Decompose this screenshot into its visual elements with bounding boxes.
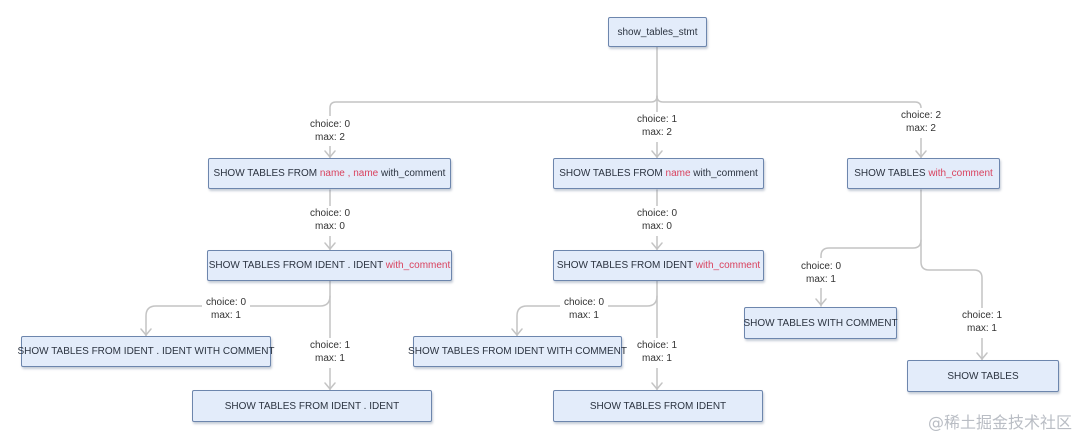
max-text: max: 1 [314,353,345,364]
node-b1: SHOW TABLES FROM name with_comment [553,158,764,189]
node-label-highlight: name , name [319,168,379,179]
node-label: SHOW TABLES WITH COMMENT [743,317,898,329]
choice-text: choice: 1 [309,340,351,351]
choice-text: choice: 0 [800,261,842,272]
edge-label-b1-b2: choice: 0 max: 0 [637,207,677,233]
node-c3: SHOW TABLES [907,360,1059,392]
node-label-prefix: SHOW TABLES FROM [213,168,320,179]
node-label-prefix: SHOW TABLES [854,168,929,179]
arrowhead-b1-b2 [651,242,663,250]
max-text: max: 2 [641,127,672,138]
arrowhead-b2-b4 [651,382,663,390]
max-text: max: 1 [568,310,599,321]
choice-text: choice: 0 [636,208,678,219]
edge-label-b2-b4: choice: 1 max: 1 [637,339,677,365]
node-label-highlight: with_comment [385,260,451,271]
arrowhead-a2-a4 [324,382,336,390]
choice-text: choice: 0 [205,297,247,308]
edge-label-c1-c2: choice: 0 max: 1 [801,260,841,286]
connector-c1-c3 [920,239,983,361]
choice-text: choice: 0 [309,208,351,219]
node-a2: SHOW TABLES FROM IDENT . IDENT with_comm… [207,250,452,281]
choice-text: choice: 1 [961,310,1003,321]
node-a1: SHOW TABLES FROM name , name with_commen… [208,158,451,189]
node-label-highlight: name [665,168,691,179]
max-text: max: 1 [966,323,997,334]
node-c2: SHOW TABLES WITH COMMENT [743,307,898,339]
node-b2: SHOW TABLES FROM IDENT with_comment [553,250,764,281]
arrowhead-root-a1 [324,150,336,158]
node-a4: SHOW TABLES FROM IDENT . IDENT [192,390,432,422]
arrowhead-a1-a2 [324,242,336,250]
node-label-prefix: SHOW TABLES FROM IDENT [556,260,696,271]
node-label-prefix: SHOW TABLES FROM IDENT . IDENT [208,260,386,271]
edge-label-a1-a2: choice: 0 max: 0 [310,207,350,233]
watermark: @稀土掘金技术社区 [927,413,1072,432]
max-text: max: 0 [314,221,345,232]
node-label-suffix: with_comment [690,168,758,179]
node-label-suffix: with_comment [378,168,446,179]
arrowhead-c1-c3 [976,352,988,360]
connector-c1-c2 [820,189,922,307]
choice-text: choice: 0 [309,119,351,130]
node-show-tables-stmt: show_tables_stmt [608,17,707,47]
node-c1: SHOW TABLES with_comment [847,158,1000,189]
max-text: max: 1 [641,353,672,364]
connector-root-a1 [329,46,658,159]
connector-root-c1 [656,95,922,159]
node-label: show_tables_stmt [617,26,698,38]
arrowhead-root-c1 [915,150,927,158]
edge-label-c1-c3: choice: 1 max: 1 [962,309,1002,335]
edge-label-root-b1: choice: 1 max: 2 [637,113,677,139]
max-text: max: 2 [905,123,936,134]
node-label: SHOW TABLES [947,370,1019,382]
node-label-highlight: with_comment [928,168,993,179]
node-b3: SHOW TABLES FROM IDENT WITH COMMENT [408,336,627,367]
choice-text: choice: 0 [563,297,605,308]
node-a3: SHOW TABLES FROM IDENT . IDENT WITH COMM… [17,336,275,367]
edge-label-a2-a4: choice: 1 max: 1 [310,339,350,365]
choice-text: choice: 1 [636,114,678,125]
edge-label-b2-b3: choice: 0 max: 1 [564,296,604,322]
node-label-prefix: SHOW TABLES FROM [559,168,666,179]
arrowhead-a2-a3 [140,328,152,336]
choice-text: choice: 1 [636,340,678,351]
node-label: SHOW TABLES FROM IDENT WITH COMMENT [408,346,627,357]
max-text: max: 2 [314,132,345,143]
edge-label-root-c1: choice: 2 max: 2 [901,109,941,135]
choice-text: choice: 2 [900,110,942,121]
arrowhead-b2-b3 [511,328,523,336]
node-label: SHOW TABLES FROM IDENT [589,400,727,412]
node-label: SHOW TABLES FROM IDENT . IDENT WITH COMM… [17,346,275,357]
node-b4: SHOW TABLES FROM IDENT [553,390,763,422]
max-text: max: 1 [805,274,836,285]
edge-label-root-a1: choice: 0 max: 2 [310,118,350,144]
max-text: max: 1 [210,310,241,321]
max-text: max: 0 [641,221,672,232]
arrowhead-root-b1 [651,150,663,158]
edge-label-a2-a3: choice: 0 max: 1 [206,296,246,322]
arrowhead-c1-c2 [815,298,827,306]
node-label: SHOW TABLES FROM IDENT . IDENT [224,400,400,412]
node-label-highlight: with_comment [695,260,761,271]
